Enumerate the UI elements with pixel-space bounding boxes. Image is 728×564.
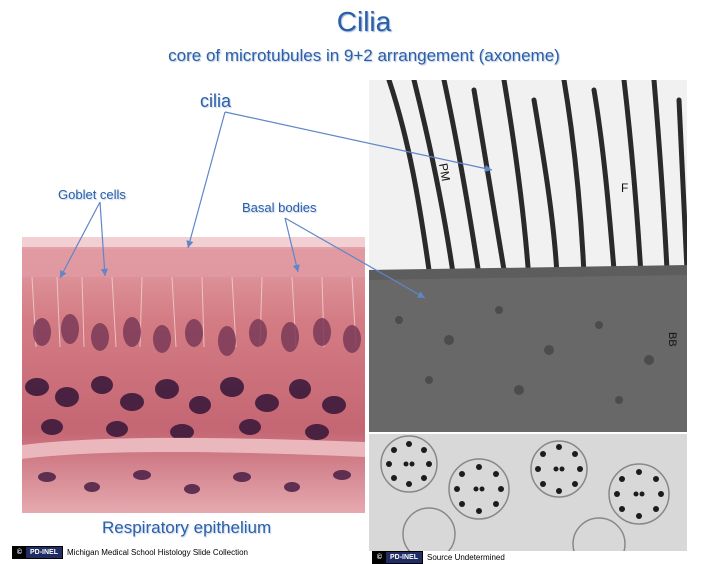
credit-right-text: Source Undetermined xyxy=(427,553,505,562)
cc-icon: © xyxy=(373,552,386,563)
bb-annotation: BB xyxy=(666,332,678,347)
credit-left-text: Michigan Medical School Histology Slide … xyxy=(67,548,248,557)
license-badge-left: © PD-INEL xyxy=(12,546,63,559)
cc-icon: © xyxy=(13,547,26,558)
cilia-em-image: PM F BB xyxy=(369,80,687,432)
basal-bodies-label: Basal bodies xyxy=(242,200,317,215)
histology-image xyxy=(22,237,365,513)
cilia-label: cilia xyxy=(200,91,232,111)
axoneme-cross-section-image xyxy=(369,434,687,551)
cilia-arrow-lm xyxy=(186,111,226,249)
slide-subtitle: core of microtubules in 9+2 arrangement … xyxy=(168,46,560,65)
credit-right: © PD-INEL Source Undetermined xyxy=(372,551,505,564)
respiratory-epithelium-label: Respiratory epithelium xyxy=(102,518,272,537)
goblet-cells-label: Goblet cells xyxy=(58,187,126,202)
credit-left: © PD-INEL Michigan Medical School Histol… xyxy=(12,546,248,559)
slide-title: Cilia xyxy=(336,6,392,37)
f-annotation: F xyxy=(621,181,628,195)
license-badge-right: © PD-INEL xyxy=(372,551,423,564)
